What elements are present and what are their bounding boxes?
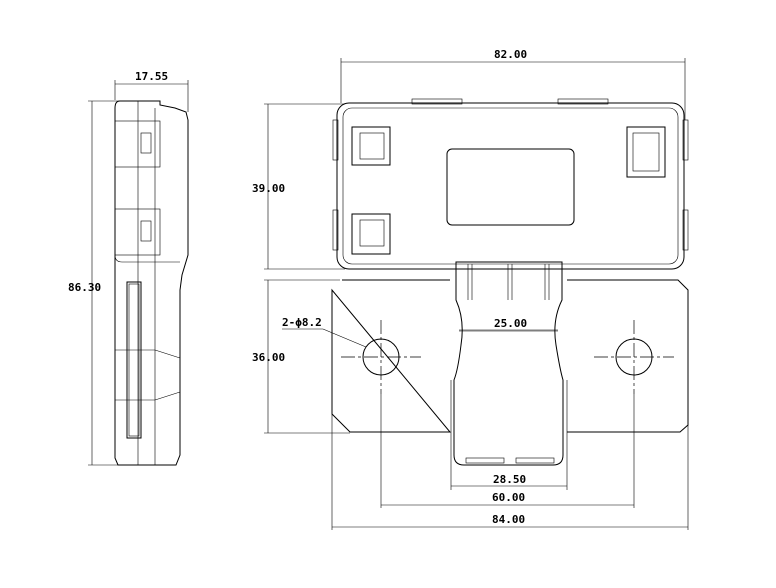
dim-plate-width: 84.00 (331, 414, 689, 530)
dim-outer-width: 28.50 (450, 380, 568, 490)
dim-82-00: 82.00 (494, 48, 527, 61)
dim-top-height: 39.00 (252, 103, 345, 270)
dim-top-width: 82.00 (340, 48, 686, 120)
dim-36-00: 36.00 (252, 351, 285, 364)
dim-60-00: 60.00 (492, 491, 525, 504)
side-view (114, 100, 189, 466)
dim-hole-spacing: 60.00 (380, 394, 635, 508)
top-view (332, 98, 689, 270)
plate-view (331, 261, 689, 466)
hole-callout-text: 2-ϕ8.2 (282, 316, 322, 329)
dim-28-50: 28.50 (493, 473, 526, 486)
dim-plate-height: 36.00 (252, 279, 350, 434)
dim-17-55: 17.55 (135, 70, 168, 83)
dim-86-30: 86.30 (68, 281, 101, 294)
hole-callout: 2-ϕ8.2 (282, 316, 367, 348)
dim-side-height: 86.30 (68, 100, 120, 466)
dim-25-00: 25.00 (494, 317, 527, 330)
dim-84-00: 84.00 (492, 513, 525, 526)
dim-39-00: 39.00 (252, 182, 285, 195)
dim-side-width: 17.55 (114, 70, 189, 112)
dim-inner-width: 25.00 (459, 317, 558, 332)
